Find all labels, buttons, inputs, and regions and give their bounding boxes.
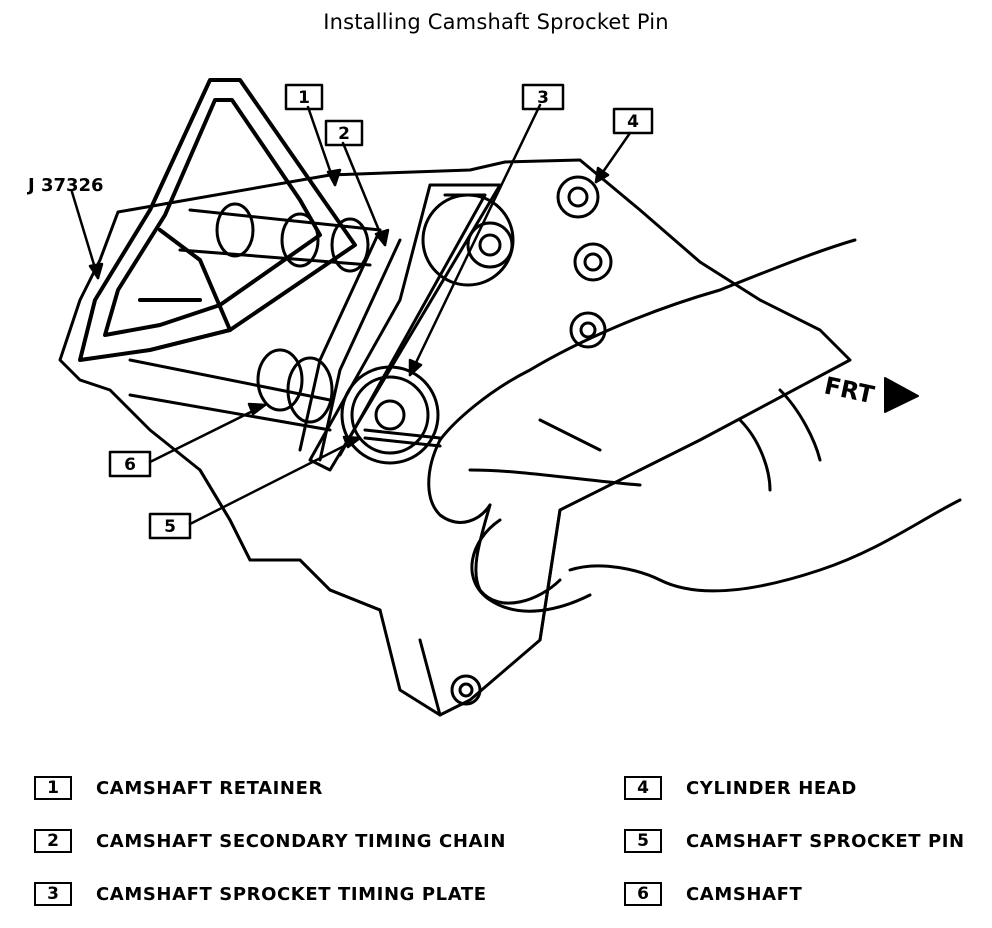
hand — [427, 238, 962, 613]
camshaft-sprocket-pin — [363, 428, 442, 448]
callout-boxes — [108, 83, 654, 540]
tool-label: J 37326 — [26, 175, 104, 196]
callout-6: 6 — [124, 455, 136, 475]
callout-5: 5 — [164, 517, 176, 537]
upper-sprocket — [421, 193, 515, 287]
callout-3: 3 — [537, 88, 549, 108]
front-label: FRT — [822, 371, 878, 409]
front-arrow-icon — [884, 377, 919, 413]
callout-4: 4 — [627, 112, 639, 132]
secondary-timing-chain — [298, 183, 502, 472]
callout-1: 1 — [298, 88, 310, 108]
diagram-title: Installing Camshaft Sprocket Pin — [323, 10, 669, 34]
lower-sprocket — [340, 365, 440, 465]
cylinder-head — [58, 158, 852, 717]
head-bolt-holes — [450, 175, 613, 706]
camshafts — [128, 202, 382, 432]
callout-leaders — [70, 103, 632, 526]
callout-2: 2 — [338, 124, 350, 144]
tool-j37326 — [78, 78, 357, 362]
